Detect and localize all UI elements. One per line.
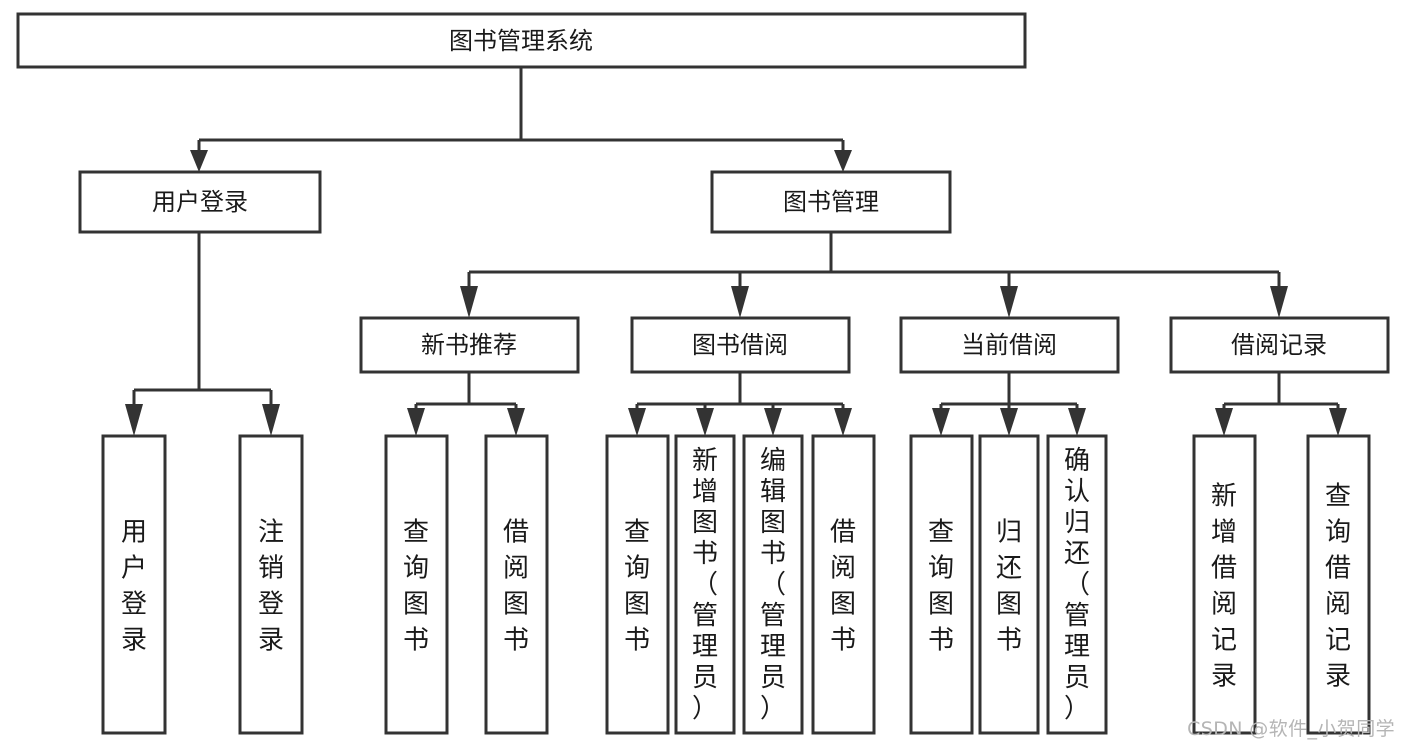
connector-group-current-borrow bbox=[932, 372, 1086, 436]
node-leaf-query-record[interactable]: 查询借阅记录 bbox=[1306, 434, 1371, 735]
arrow-head-user-login bbox=[190, 150, 208, 172]
node-book-borrow[interactable]: 图书借阅 bbox=[630, 316, 851, 374]
node-leaf-confirm-return-box[interactable] bbox=[1046, 434, 1108, 735]
node-root[interactable]: 图书管理系统 bbox=[16, 12, 1027, 69]
arrow-head-leaf-borrow-book-1 bbox=[507, 408, 525, 436]
node-leaf-add-record[interactable]: 新增借阅记录 bbox=[1192, 434, 1257, 735]
node-book-borrow-box[interactable] bbox=[630, 316, 851, 374]
node-leaf-add-book[interactable]: 新增图书（管理员） bbox=[674, 434, 736, 735]
node-leaf-query-record-box[interactable] bbox=[1306, 434, 1371, 735]
node-borrow-record[interactable]: 借阅记录 bbox=[1169, 316, 1390, 374]
node-leaf-query-book-2-box[interactable] bbox=[605, 434, 670, 735]
node-root-label: 图书管理系统 bbox=[449, 27, 593, 55]
node-leaf-user-login[interactable]: 用户登录 bbox=[101, 434, 167, 735]
arrow-head-leaf-query-record bbox=[1329, 408, 1347, 436]
node-book-management-box[interactable] bbox=[710, 170, 952, 234]
node-leaf-return-book-label: 归还图书 bbox=[996, 518, 1022, 656]
node-leaf-confirm-return-label: 确认归还（管理员） bbox=[1064, 446, 1090, 724]
connector-group-borrow-record bbox=[1215, 372, 1347, 436]
node-leaf-query-book-2-label: 查询图书 bbox=[624, 518, 650, 656]
arrow-head-leaf-query-book-3 bbox=[932, 408, 950, 436]
node-leaf-query-book-3[interactable]: 查询图书 bbox=[909, 434, 974, 735]
node-leaf-query-book-3-label: 查询图书 bbox=[928, 518, 954, 656]
node-leaf-borrow-book-2-label: 借阅图书 bbox=[830, 518, 856, 656]
node-book-management-label: 图书管理 bbox=[783, 188, 879, 216]
node-current-borrow-box[interactable] bbox=[899, 316, 1120, 374]
node-new-book-recommend[interactable]: 新书推荐 bbox=[359, 316, 580, 374]
node-leaf-add-book-box[interactable] bbox=[674, 434, 736, 735]
node-leaf-return-book[interactable]: 归还图书 bbox=[978, 434, 1040, 735]
connector-group bbox=[190, 67, 852, 172]
arrow-head-book-management bbox=[834, 150, 852, 172]
node-borrow-record-label: 借阅记录 bbox=[1231, 331, 1327, 359]
node-user-login-box[interactable] bbox=[78, 170, 322, 234]
node-new-book-recommend-label: 新书推荐 bbox=[421, 331, 517, 359]
node-leaf-confirm-return[interactable]: 确认归还（管理员） bbox=[1046, 434, 1108, 735]
connector-group-new-book-recommend bbox=[407, 372, 525, 436]
node-leaf-logout-login[interactable]: 注销登录 bbox=[238, 434, 304, 735]
arrow-head-borrow-record bbox=[1270, 286, 1288, 318]
arrow-head-leaf-user-login bbox=[125, 404, 143, 436]
node-leaf-borrow-book-2[interactable]: 借阅图书 bbox=[811, 434, 876, 735]
node-leaf-add-record-label: 新增借阅记录 bbox=[1211, 482, 1237, 692]
node-borrow-record-box[interactable] bbox=[1169, 316, 1390, 374]
node-book-management[interactable]: 图书管理 bbox=[710, 170, 952, 234]
node-leaf-borrow-book-1[interactable]: 借阅图书 bbox=[484, 434, 549, 735]
node-user-login[interactable]: 用户登录 bbox=[78, 170, 322, 234]
node-book-borrow-label: 图书借阅 bbox=[692, 331, 788, 359]
arrow-head-leaf-query-book-2 bbox=[628, 408, 646, 436]
arrow-head-leaf-query-book-1 bbox=[407, 408, 425, 436]
node-current-borrow[interactable]: 当前借阅 bbox=[899, 316, 1120, 374]
node-leaf-logout-login-box[interactable] bbox=[238, 434, 304, 735]
node-leaf-user-login-box[interactable] bbox=[101, 434, 167, 735]
arrow-head-leaf-edit-book bbox=[764, 408, 782, 436]
node-leaf-query-record-label: 查询借阅记录 bbox=[1325, 482, 1351, 692]
node-leaf-borrow-book-1-box[interactable] bbox=[484, 434, 549, 735]
node-leaf-add-record-box[interactable] bbox=[1192, 434, 1257, 735]
node-leaf-borrow-book-2-box[interactable] bbox=[811, 434, 876, 735]
arrow-head-leaf-return-book bbox=[1000, 408, 1018, 436]
node-user-login-label: 用户登录 bbox=[152, 188, 248, 216]
connector-group-book-borrow bbox=[628, 372, 852, 436]
node-leaf-edit-book-label: 编辑图书（管理员） bbox=[760, 446, 786, 724]
arrow-head-leaf-add-record bbox=[1215, 408, 1233, 436]
arrow-head-leaf-borrow-book-2 bbox=[834, 408, 852, 436]
csdn-watermark: CSDN @软件_小贺同学 bbox=[1187, 718, 1395, 740]
node-leaf-borrow-book-1-label: 借阅图书 bbox=[503, 518, 529, 656]
node-leaf-query-book-3-box[interactable] bbox=[909, 434, 974, 735]
arrow-head-current-borrow bbox=[1000, 286, 1018, 318]
arrow-head-leaf-add-book bbox=[696, 408, 714, 436]
node-leaf-add-book-label: 新增图书（管理员） bbox=[692, 446, 718, 724]
node-leaf-query-book-1[interactable]: 查询图书 bbox=[384, 434, 449, 735]
node-leaf-edit-book-box[interactable] bbox=[742, 434, 804, 735]
connector-group-book-management bbox=[460, 232, 1288, 318]
arrow-head-leaf-confirm-return bbox=[1068, 408, 1086, 436]
node-leaf-return-book-box[interactable] bbox=[978, 434, 1040, 735]
node-leaf-edit-book[interactable]: 编辑图书（管理员） bbox=[742, 434, 804, 735]
arrow-head-leaf-logout-login bbox=[262, 404, 280, 436]
node-leaf-logout-login-label: 注销登录 bbox=[258, 518, 284, 656]
node-leaf-query-book-2[interactable]: 查询图书 bbox=[605, 434, 670, 735]
node-new-book-recommend-box[interactable] bbox=[359, 316, 580, 374]
arrow-head-book-borrow bbox=[731, 286, 749, 318]
node-current-borrow-label: 当前借阅 bbox=[961, 331, 1057, 359]
node-leaf-query-book-1-box[interactable] bbox=[384, 434, 449, 735]
arrow-head-new-book-recommend bbox=[460, 286, 478, 318]
connector-group-user-login bbox=[125, 232, 280, 436]
node-leaf-query-book-1-label: 查询图书 bbox=[403, 518, 429, 656]
node-root-box[interactable] bbox=[16, 12, 1027, 69]
node-leaf-user-login-label: 用户登录 bbox=[121, 518, 147, 656]
